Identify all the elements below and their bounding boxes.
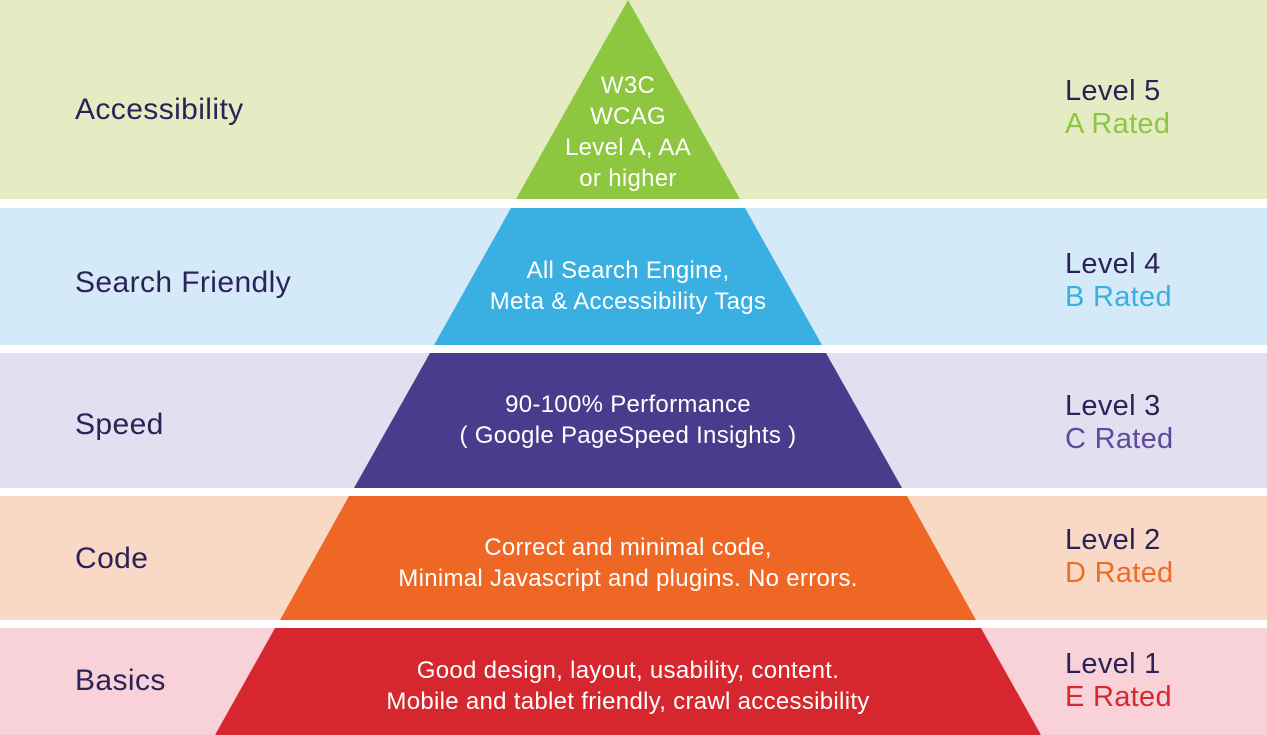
segment-text-line: Level A, AA: [564, 134, 692, 161]
segment-text-level1: Good design, layout, usability, content.…: [386, 655, 869, 717]
level-label: Level 4: [1065, 248, 1161, 280]
category-label-accessibility: Accessibility: [75, 93, 244, 126]
rating-block-level3: Level 3 C Rated: [1065, 390, 1174, 456]
segment-text-line: Meta & Accessibility Tags: [489, 288, 767, 315]
pyramid-segment-level3: [354, 353, 902, 488]
category-label-speed: Speed: [75, 408, 164, 441]
category-label-basics: Basics: [75, 664, 166, 697]
segment-text-level3: 90-100% Performance ( Google PageSpeed I…: [460, 389, 797, 451]
segment-text-line: Correct and minimal code,: [484, 534, 772, 561]
rating-block-level2: Level 2 D Rated: [1065, 524, 1174, 590]
level-label: Level 2: [1065, 524, 1161, 556]
level-label: Level 5: [1065, 75, 1161, 107]
level-label: Level 3: [1065, 390, 1161, 422]
pyramid-segment-level5: [516, 0, 740, 199]
pyramid-segment-level4: [434, 208, 822, 345]
segment-text-level5: W3C WCAG Level A, AA or higher: [565, 70, 691, 194]
category-label-code: Code: [75, 542, 149, 575]
pyramid-segment-level1: [215, 628, 1041, 735]
segment-text-level4: All Search Engine, Meta & Accessibility …: [490, 255, 767, 317]
rating-block-level4: Level 4 B Rated: [1065, 248, 1172, 314]
rating-block-level5: Level 5 A Rated: [1065, 75, 1170, 141]
rating-label: C Rated: [1065, 423, 1174, 455]
segment-text-level2: Correct and minimal code, Minimal Javasc…: [398, 532, 857, 594]
rating-label: D Rated: [1065, 557, 1174, 589]
rating-label: B Rated: [1065, 281, 1172, 313]
segment-text-line: Minimal Javascript and plugins. No error…: [398, 565, 858, 592]
level-label: Level 1: [1065, 648, 1161, 680]
rating-block-level1: Level 1 E Rated: [1065, 648, 1172, 714]
category-label-search-friendly: Search Friendly: [75, 266, 292, 299]
segment-text-line: ( Google PageSpeed Insights ): [459, 422, 797, 449]
pyramid-segment-level2: [280, 496, 976, 620]
segment-text-line: Mobile and tablet friendly, crawl access…: [386, 688, 870, 715]
segment-text-line: 90-100% Performance: [505, 391, 751, 418]
segment-text-line: All Search Engine,: [526, 257, 730, 284]
segment-text-line: WCAG: [590, 103, 666, 130]
rating-label: A Rated: [1065, 108, 1171, 140]
segment-text-line: Good design, layout, usability, content.: [416, 657, 840, 684]
segment-text-line: W3C: [600, 72, 656, 99]
segment-text-line: or higher: [579, 165, 677, 192]
rating-label: E Rated: [1065, 681, 1172, 713]
